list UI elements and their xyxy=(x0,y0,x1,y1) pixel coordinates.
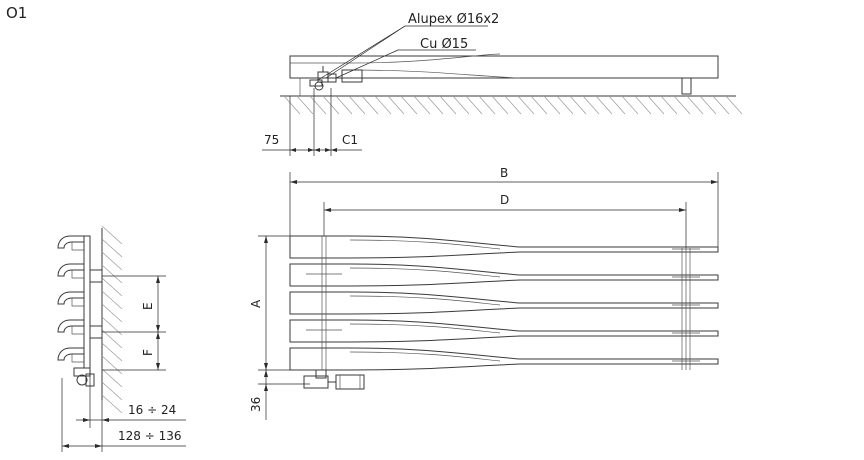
heating-element xyxy=(289,235,719,259)
heating-elements xyxy=(289,235,719,371)
side-element-hook xyxy=(57,263,84,279)
top-view: Alupex Ø16x2 Cu Ø15 75 C1 xyxy=(262,12,743,156)
dim-d: D xyxy=(500,193,509,207)
dim-36: 36 xyxy=(249,397,263,412)
side-elements xyxy=(57,235,84,363)
dim-f: F xyxy=(141,349,155,356)
side-valve xyxy=(73,367,95,387)
heating-element xyxy=(289,263,719,287)
front-view: B D A 36 xyxy=(249,166,719,420)
heating-element xyxy=(289,319,719,343)
top-valve xyxy=(309,66,363,91)
dim-b: B xyxy=(500,166,508,180)
label-cu: Cu Ø15 xyxy=(420,37,468,52)
dim-128-136: 128 ÷ 136 xyxy=(118,429,182,443)
leader-cu xyxy=(335,49,399,79)
top-radiator-body xyxy=(289,55,719,79)
side-view: E F 16 ÷ 24 128 ÷ 136 xyxy=(57,225,186,452)
side-wall-hatching xyxy=(101,225,123,414)
dim-75: 75 xyxy=(264,133,279,147)
dim-a: A xyxy=(249,299,263,308)
side-element-hook xyxy=(57,319,84,335)
figure-code: O1 xyxy=(6,4,27,22)
leader-alupex xyxy=(317,25,406,81)
side-element-hook xyxy=(57,291,84,307)
side-element-hook xyxy=(57,235,84,251)
heating-element xyxy=(289,291,719,315)
label-alupex: Alupex Ø16x2 xyxy=(408,12,499,27)
top-wall-bracket xyxy=(681,77,692,95)
side-mount-bottom xyxy=(89,325,103,339)
side-collector xyxy=(83,235,91,369)
dim-c1: C1 xyxy=(342,133,358,147)
dim-e: E xyxy=(141,302,155,310)
heating-element xyxy=(289,347,719,371)
front-valve xyxy=(303,369,365,390)
side-element-hook xyxy=(57,347,84,363)
top-wall-hatching xyxy=(283,95,743,115)
dim-16-24: 16 ÷ 24 xyxy=(128,403,176,417)
side-mount-top xyxy=(89,269,103,283)
